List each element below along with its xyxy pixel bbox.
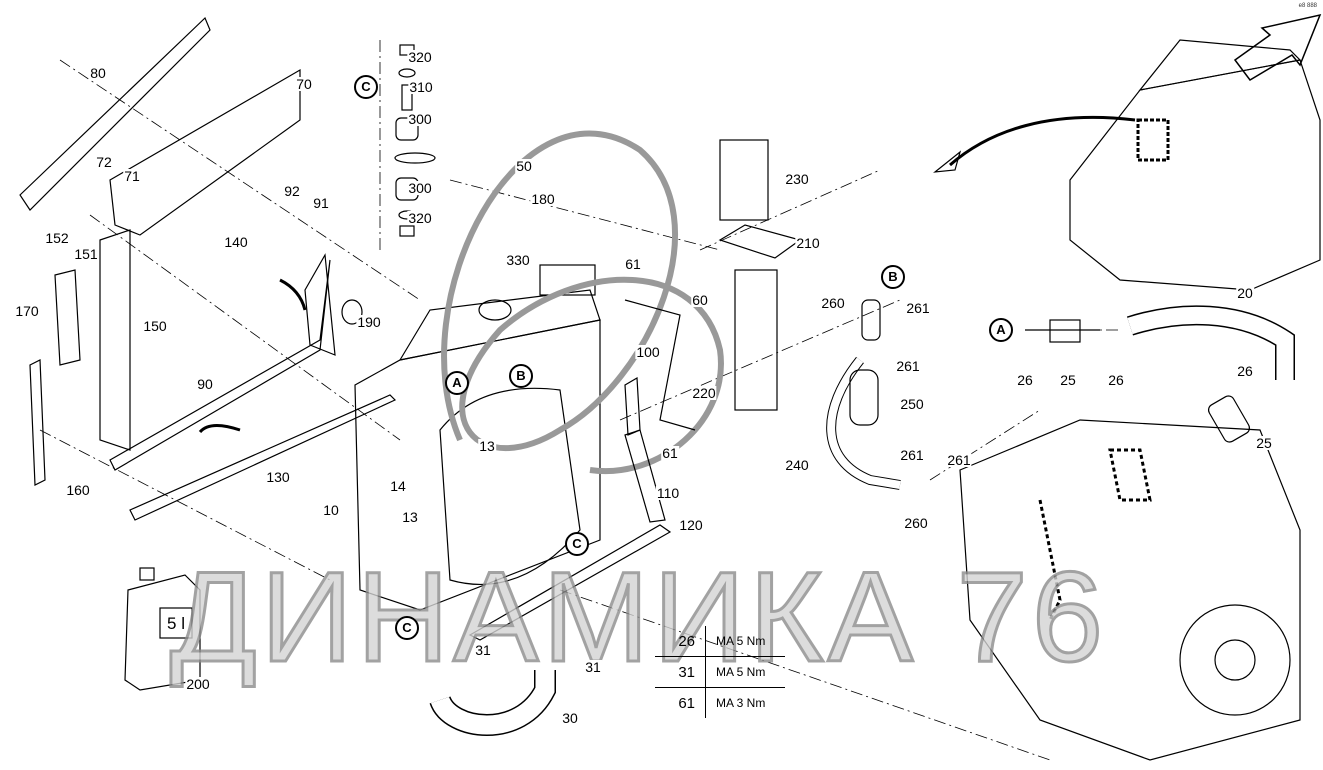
part-label: 320 <box>407 49 433 65</box>
part-label: 110 <box>655 485 681 501</box>
seal-160 <box>29 359 46 486</box>
pad-210 <box>718 224 802 259</box>
part-label: 120 <box>678 517 704 533</box>
part-label: 92 <box>283 183 301 199</box>
torque-part: 61 <box>655 688 706 718</box>
pipe-60 <box>624 299 696 431</box>
part-label: 20 <box>1236 285 1254 301</box>
hose-240 <box>826 356 901 490</box>
part-label: 261 <box>895 358 921 374</box>
part-label: 250 <box>899 396 925 412</box>
part-label: 220 <box>691 385 717 401</box>
part-label: 31 <box>584 659 602 675</box>
strip-120 <box>468 524 672 641</box>
part-label: 261 <box>905 300 931 316</box>
part-label: 261 <box>899 447 925 463</box>
part-label: 151 <box>73 246 99 262</box>
part-label: 310 <box>408 79 434 95</box>
part-label: 140 <box>223 234 249 250</box>
part-label: 25 <box>1059 372 1077 388</box>
part-label: 13 <box>478 438 496 454</box>
part-label: 80 <box>89 65 107 81</box>
part-label: 300 <box>407 111 433 127</box>
seal-170 <box>54 269 81 366</box>
background-hoses <box>441 130 724 475</box>
part-label: 100 <box>635 344 661 360</box>
part-label: 300 <box>407 180 433 196</box>
engine-drawing <box>959 419 1301 761</box>
arrow <box>279 278 307 311</box>
part-label: 190 <box>356 314 382 330</box>
part-label: 160 <box>65 482 91 498</box>
torque-row: 31 MA 5 Nm <box>655 657 785 688</box>
part-label: 330 <box>505 252 531 268</box>
torque-row: 26 MA 5 Nm <box>655 626 785 657</box>
callout-c: C <box>354 75 378 99</box>
part-label: 25 <box>1255 435 1273 451</box>
torque-value: MA 3 Nm <box>716 696 766 710</box>
part-label: 72 <box>95 154 113 170</box>
part-label: 61 <box>624 256 642 272</box>
callout-c: C <box>565 532 589 556</box>
part-label: 31 <box>474 642 492 658</box>
part-label: 200 <box>185 676 211 692</box>
panel-80 <box>19 16 211 211</box>
part-label: 26 <box>1016 372 1034 388</box>
seal-110 <box>624 429 666 523</box>
part-label: 210 <box>795 235 821 251</box>
grommet-190 <box>341 299 363 325</box>
part-label: 71 <box>123 168 141 184</box>
panel-150 <box>99 229 131 451</box>
part-label: 14 <box>389 478 407 494</box>
part-label: 70 <box>295 76 313 92</box>
callout-c: C <box>395 616 419 640</box>
part-label: 240 <box>784 457 810 473</box>
can-volume-label: 5 l <box>167 614 185 633</box>
panel-70 <box>109 68 301 236</box>
part-label: 26 <box>1107 372 1125 388</box>
pad-220 <box>734 269 778 411</box>
torque-part: 26 <box>655 626 706 656</box>
corner-mark: e8 888 <box>1298 3 1317 9</box>
part-label: 150 <box>142 318 168 334</box>
part-label: 230 <box>784 171 810 187</box>
part-label: 30 <box>561 710 579 726</box>
callout-b: B <box>881 265 905 289</box>
part-label: 130 <box>265 469 291 485</box>
pad-230 <box>719 139 769 221</box>
hose-260 <box>861 299 881 341</box>
callout-b: B <box>509 364 533 388</box>
part-label: 13 <box>401 509 419 525</box>
part-label: 170 <box>14 303 40 319</box>
part-label: 61 <box>661 445 679 461</box>
bracket <box>304 253 336 356</box>
part-label: 10 <box>322 502 340 518</box>
torque-table: 26 MA 5 Nm 31 MA 5 Nm 61 MA 3 Nm <box>655 626 785 718</box>
torque-value: MA 5 Nm <box>716 665 766 679</box>
part-label: 180 <box>530 191 556 207</box>
torque-row: 61 MA 3 Nm <box>655 688 785 718</box>
seal-100 <box>624 376 641 436</box>
callout-a: A <box>445 371 469 395</box>
watermark: ДИНАМИКА 76 <box>169 546 1107 689</box>
part-label: 26 <box>1236 363 1254 379</box>
callout-a: A <box>989 318 1013 342</box>
part-label: 152 <box>44 230 70 246</box>
strip-130 <box>129 394 397 521</box>
torque-part: 31 <box>655 657 706 687</box>
part-label: 90 <box>196 376 214 392</box>
part-label: 60 <box>691 292 709 308</box>
part-label: 50 <box>515 158 533 174</box>
torque-value: MA 5 Nm <box>716 634 766 648</box>
part-label: 261 <box>946 452 972 468</box>
part-label: 91 <box>312 195 330 211</box>
part-label: 260 <box>903 515 929 531</box>
hose-250 <box>849 369 879 426</box>
mount-stack <box>394 44 436 237</box>
frame-90 <box>109 259 331 471</box>
paver-drawing <box>933 13 1322 291</box>
part-label: 320 <box>407 210 433 226</box>
part-label: 260 <box>820 295 846 311</box>
